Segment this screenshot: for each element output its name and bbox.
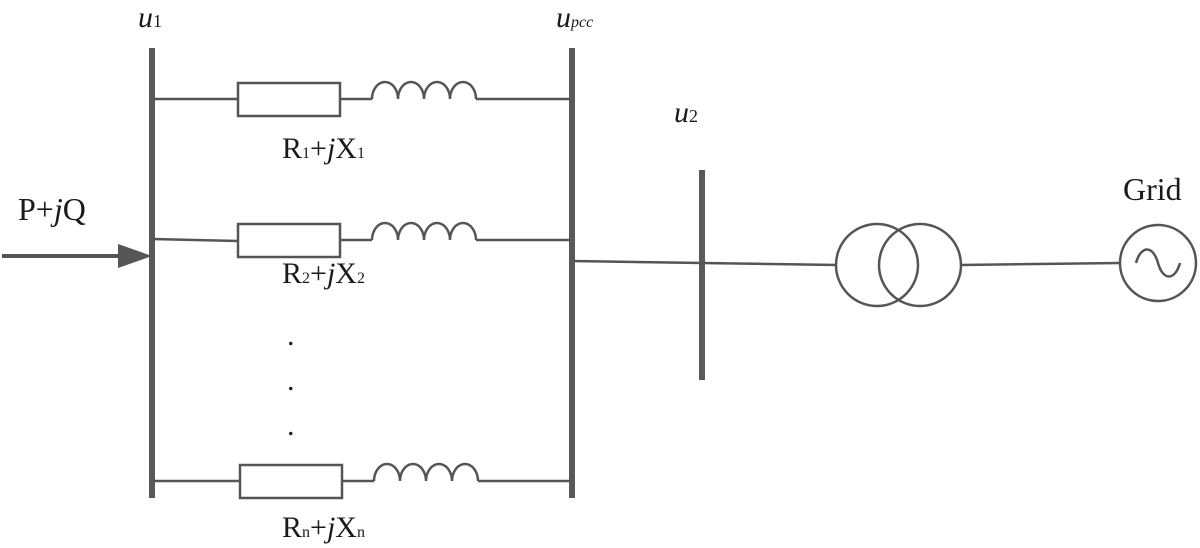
branch-2 — [151, 221, 572, 259]
resistor-1 — [236, 81, 342, 118]
ellipsis-dot-1: . — [287, 319, 295, 352]
inductor-2 — [370, 221, 478, 241]
branch-1 — [152, 80, 572, 118]
grid-label: Grid — [1123, 171, 1182, 207]
inductor-n — [372, 462, 480, 482]
resistor-n — [238, 463, 344, 500]
line-pcc-u2 — [571, 259, 703, 265]
bus-label-u2: u2 — [674, 96, 698, 129]
bus-label-u1: u1 — [138, 1, 162, 34]
line-transformer-grid — [960, 261, 1121, 267]
inductor-1 — [370, 80, 478, 100]
input-power-label: P+jQ — [18, 191, 86, 227]
branch-label-2: R2+jX2 — [282, 257, 365, 290]
line-u2-transformer — [701, 261, 838, 267]
ellipsis-dot-3: . — [287, 409, 295, 442]
input-arrow-head — [118, 244, 152, 268]
transformer-symbol — [834, 222, 963, 308]
resistor-2 — [236, 222, 342, 259]
grid-source-symbol — [1118, 223, 1198, 303]
branch-label-1: R1+jX1 — [282, 132, 365, 165]
ellipsis-dot-2: . — [287, 364, 295, 397]
branch-n — [152, 462, 572, 500]
bus-label-upcc: upcc — [556, 1, 593, 34]
branch-label-n: Rn+jXn — [282, 511, 365, 544]
